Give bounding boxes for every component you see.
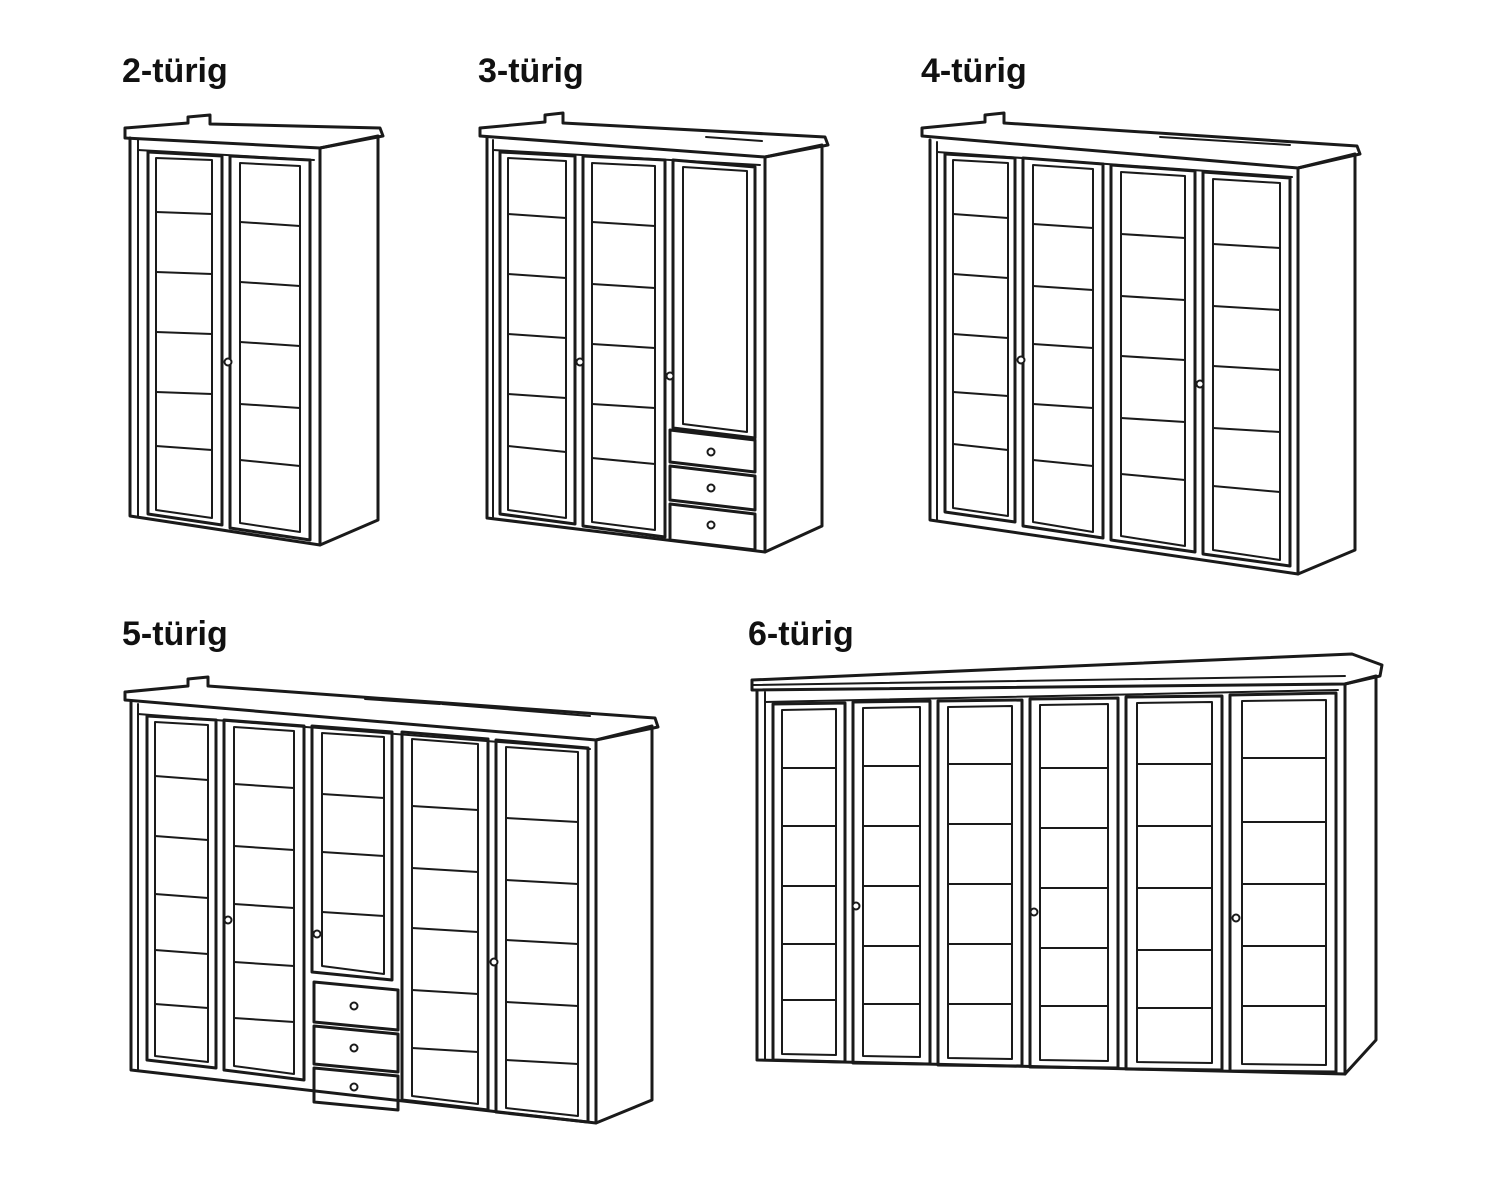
label-2-tuerig: 2-türig xyxy=(122,52,228,90)
label-5-tuerig: 5-türig xyxy=(122,615,228,653)
label-4-tuerig: 4-türig xyxy=(921,52,1027,90)
label-6-tuerig: 6-türig xyxy=(748,615,854,653)
label-3-tuerig: 3-türig xyxy=(478,52,584,90)
wardrobe-3-door-icon xyxy=(478,111,830,554)
wardrobe-6-door-icon xyxy=(750,652,1384,1076)
wardrobe-5-door-icon xyxy=(123,675,660,1125)
wardrobe-4-door-icon xyxy=(920,111,1362,576)
wardrobe-2-door-icon xyxy=(123,113,385,547)
